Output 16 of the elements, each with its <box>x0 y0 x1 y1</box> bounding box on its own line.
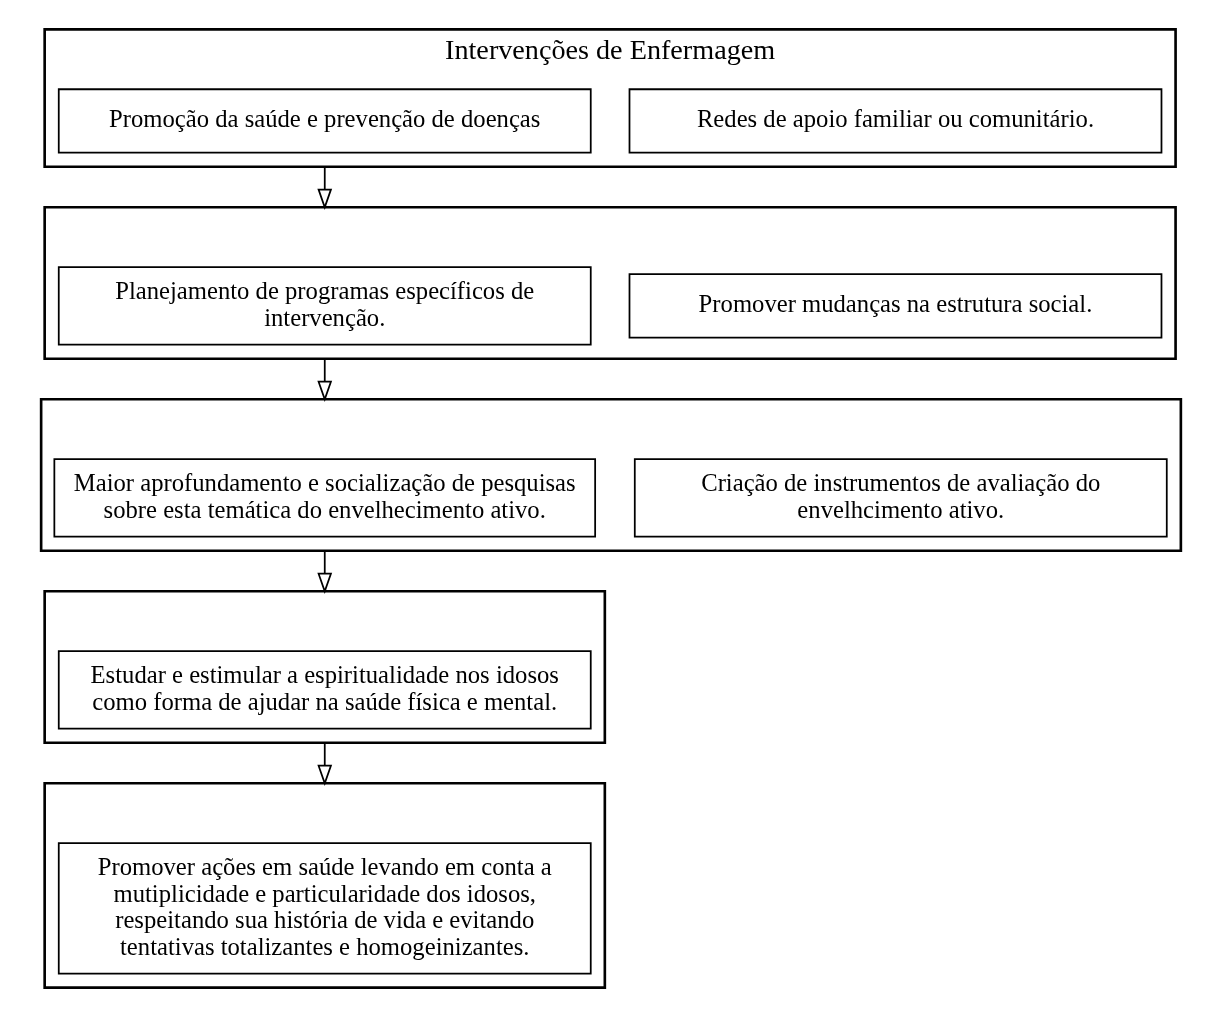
arrow <box>317 165 333 210</box>
arrow <box>317 741 333 786</box>
node-box: Maior aprofundamento e socialização de pesquisas sobre esta temática do envelhecimento ativo. <box>53 458 597 538</box>
cluster <box>43 589 607 745</box>
cluster <box>39 397 1183 553</box>
node-box: Estudar e estimular a espiritualidade nos idosos como forma de ajudar na saúde física e mental. <box>57 650 592 730</box>
arrow <box>317 357 333 402</box>
node-box: Promoção da saúde e prevenção de doenças <box>57 88 592 154</box>
cluster <box>43 781 607 989</box>
node-box: Planejamento de programas específicos de intervenção. <box>57 266 592 346</box>
arrow <box>317 549 333 594</box>
node-box: Redes de apoio familiar ou comunitário. <box>628 88 1163 154</box>
node-box: Promover ações em saúde levando em conta a mutiplicidade e particularidade dos idosos, respeitando sua história de vida e evitando tentativas totalizantes e homogeinizantes. <box>57 842 592 975</box>
node-box: Criação de instrumentos de avaliação do envelhcimento ativo. <box>633 458 1168 538</box>
cluster <box>43 205 1177 361</box>
node-box: Promover mudanças na estrutura social. <box>628 273 1163 339</box>
